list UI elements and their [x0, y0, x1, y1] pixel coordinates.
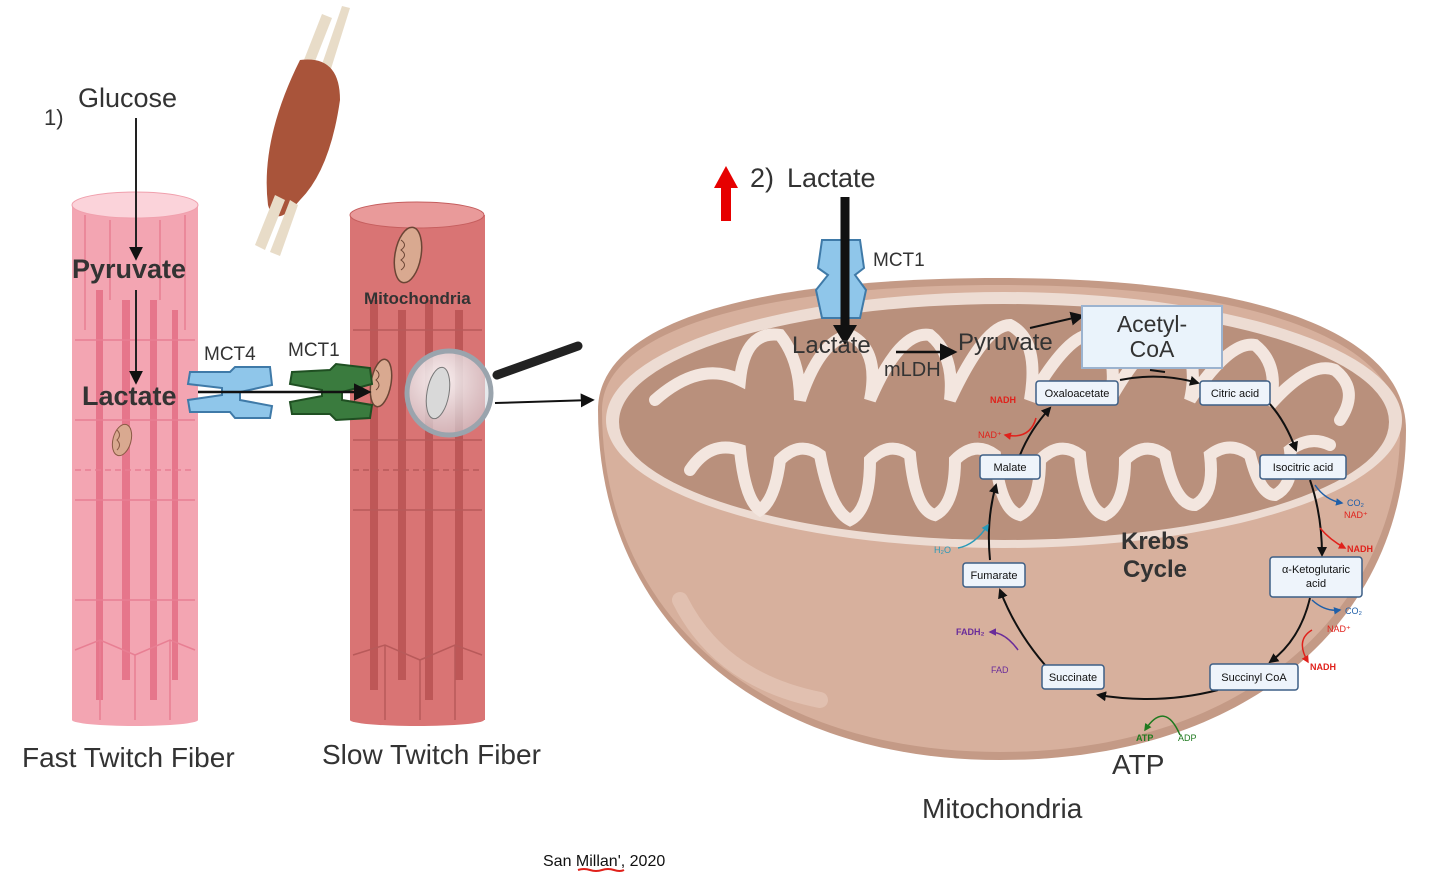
mct4-label: MCT4: [204, 344, 256, 365]
malate-label: Malate: [993, 462, 1026, 474]
mito-pyruvate-label: Pyruvate: [958, 329, 1053, 356]
isocitric-acid-label: Isocitric acid: [1273, 462, 1334, 474]
acetyl-coa-box: [1081, 305, 1223, 369]
pyruvate-to-acetylcoa-arrow: [1029, 311, 1085, 329]
lactate-step2-label: Lactate: [787, 163, 876, 193]
magnifier-icon: [404, 341, 583, 438]
akg-label-line1: α-Ketoglutaric: [1282, 564, 1351, 576]
nad-isocitric-label: NAD⁺: [1344, 510, 1368, 520]
zoom-arrow: [494, 393, 595, 408]
mitochondria-caption: Mitochondria: [922, 793, 1083, 824]
succinyl-coa-node: Succinyl CoA: [1209, 663, 1299, 691]
nad-akg-label: NAD⁺: [1327, 624, 1351, 634]
atp-large-label: ATP: [1112, 749, 1164, 780]
isocitric-acid-node: Isocitric acid: [1259, 454, 1347, 480]
fadh2-label: FADH₂: [956, 627, 985, 637]
fumarate-node: Fumarate: [962, 562, 1026, 588]
citric-acid-label: Citric acid: [1211, 388, 1259, 400]
oxaloacetate-label: Oxaloacetate: [1045, 388, 1110, 400]
succinate-node: Succinate: [1041, 664, 1105, 690]
acetyl-coa-line1: Acetyl-: [1117, 311, 1187, 337]
citation-label: San Millan', 2020: [543, 853, 665, 870]
citric-acid-node: Citric acid: [1199, 380, 1271, 406]
mito-lactate-label: Lactate: [792, 332, 871, 359]
mct1-label: MCT1: [288, 340, 340, 361]
alpha-ketoglutaric-node: α-Ketoglutaric acid: [1269, 556, 1363, 598]
mitochondrion-icon: [393, 226, 423, 284]
muscle-icon: [255, 6, 350, 256]
slow-twitch-fiber: [349, 201, 485, 726]
acetyl-coa-line2: CoA: [1130, 336, 1175, 362]
mct1-membrane-label: MCT1: [873, 250, 925, 271]
fast-twitch-label: Fast Twitch Fiber: [22, 742, 235, 773]
nadh-isocitric-label: NADH: [1347, 544, 1373, 554]
succinyl-coa-label: Succinyl CoA: [1221, 672, 1287, 684]
adp-label: ADP: [1178, 733, 1197, 743]
step-1-number: 1): [44, 105, 64, 130]
fumarate-label: Fumarate: [970, 570, 1017, 582]
oxaloacetate-node: Oxaloacetate: [1035, 380, 1119, 406]
h2o-label: H₂O: [934, 545, 951, 555]
nad-malate-label: NAD⁺: [978, 430, 1002, 440]
malate-node: Malate: [979, 454, 1041, 480]
glucose-label: Glucose: [78, 83, 177, 113]
succinate-label: Succinate: [1049, 672, 1097, 684]
co2-isocitric-label: CO₂: [1347, 498, 1365, 508]
step-2-number: 2): [750, 163, 774, 193]
pyruvate-label: Pyruvate: [72, 254, 186, 284]
lactate-entry-arrowhead: [833, 325, 857, 345]
fad-label: FAD: [991, 665, 1009, 675]
krebs-cycle-arrows: [987, 369, 1327, 702]
nadh-malate-label: NADH: [990, 395, 1016, 405]
atp-small-label: ATP: [1136, 733, 1153, 743]
cofactor-arrows: [957, 417, 1347, 736]
nadh-akg-label: NADH: [1310, 662, 1336, 672]
increase-arrow-icon: [714, 166, 738, 221]
krebs-label-line2: Cycle: [1123, 556, 1187, 583]
lactate-label: Lactate: [82, 381, 177, 411]
mldh-label: mLDH: [884, 359, 941, 381]
co2-akg-label: CO₂: [1345, 606, 1363, 616]
spellcheck-underline: [577, 868, 625, 872]
mitochondria-fiber-label: Mitochondria: [364, 289, 471, 308]
slow-twitch-label: Slow Twitch Fiber: [322, 739, 541, 770]
akg-label-line2: acid: [1306, 578, 1326, 590]
krebs-label-line1: Krebs: [1121, 528, 1189, 555]
